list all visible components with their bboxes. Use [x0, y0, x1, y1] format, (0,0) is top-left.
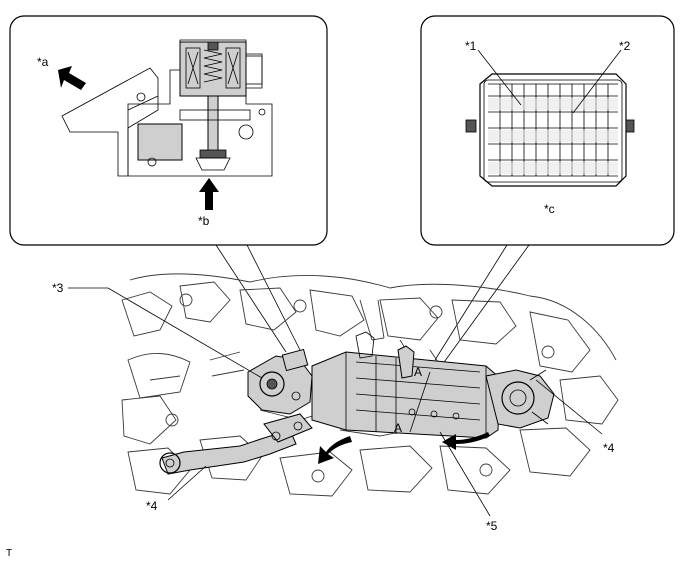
egr-valve-inset-frame	[9, 15, 328, 246]
egr-pipe-right	[485, 369, 555, 429]
egr-valve-inset: *a *b	[9, 15, 328, 246]
callout-4-right: *4	[603, 441, 615, 455]
cooler-core-inset-frame	[420, 15, 675, 246]
flow-in-arrow-icon	[199, 178, 219, 210]
egr-cooler	[311, 331, 501, 439]
section-label-a-bottom: A	[394, 421, 402, 435]
corner-code: T	[6, 548, 12, 559]
egr-valve	[247, 348, 313, 415]
callout-1: *1	[465, 39, 477, 53]
egr-pipe-left	[159, 413, 313, 475]
callout-2: *2	[619, 39, 631, 53]
callout-4-left: *4	[146, 499, 158, 513]
callout-5: *5	[486, 519, 498, 533]
callout-b: *b	[198, 214, 210, 228]
section-label-a-top: A	[414, 365, 422, 379]
engine-illustration: A A *3 *4 *4 *5	[52, 273, 619, 533]
rotation-arrow-icon-left	[318, 436, 352, 464]
flow-out-arrow-icon	[58, 66, 86, 90]
rotation-arrow-icon-right	[442, 432, 490, 450]
callout-3: *3	[52, 281, 64, 295]
callout-c: *c	[544, 202, 555, 216]
cooler-core-inset: *1 *2 *c	[420, 15, 675, 246]
callout-a: *a	[37, 55, 49, 69]
